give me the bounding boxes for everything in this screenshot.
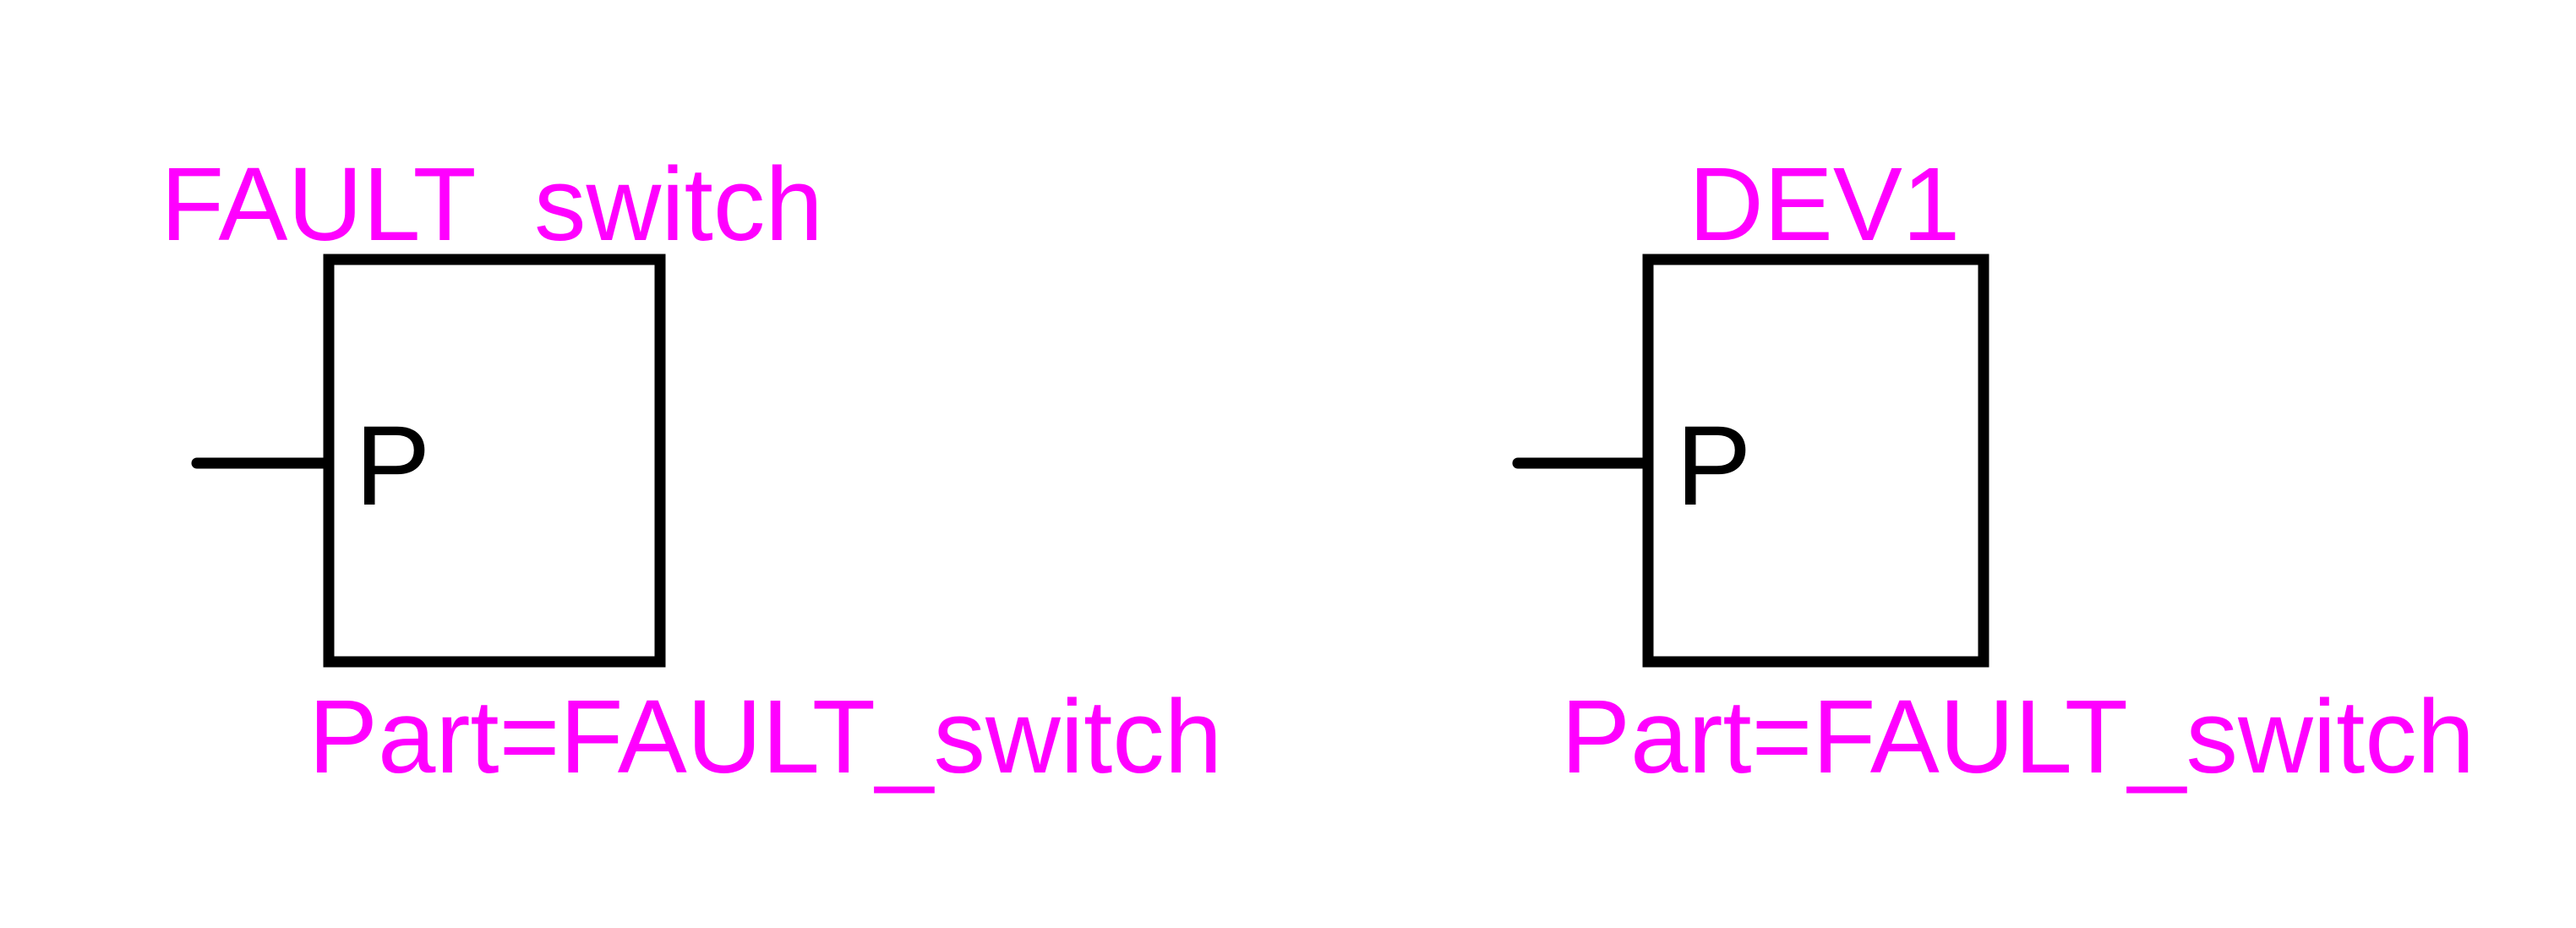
pin-label: P (1676, 403, 1751, 529)
component-body[interactable] (323, 254, 666, 668)
pin-label: P (355, 403, 430, 529)
component-body[interactable] (1642, 254, 1989, 668)
component-name-label: DEV1 (1689, 147, 1960, 263)
component-name-label: FAULT_switch (161, 147, 823, 263)
part-attribute-label: Part=FAULT_switch (308, 680, 1222, 795)
component-fault-switch[interactable]: FAULT_switch P Part=FAULT_switch (161, 147, 1222, 795)
part-attribute-label: Part=FAULT_switch (1561, 680, 2475, 795)
component-dev1[interactable]: DEV1 P Part=FAULT_switch (1512, 147, 2475, 795)
